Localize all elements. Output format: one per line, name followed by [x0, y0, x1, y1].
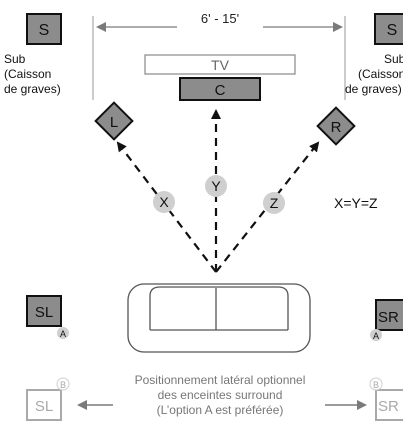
- subwoofer-right: S Sub (Caisson de graves): [345, 13, 403, 96]
- distance-label-x-text: X: [159, 194, 169, 210]
- subwoofer-left-caption-3: de graves): [4, 82, 61, 96]
- subwoofer-right-caption-3: de graves): [345, 82, 402, 96]
- surround-left-b-badge: B: [60, 380, 66, 390]
- option-a-badge-left: [57, 327, 69, 339]
- option-b-badge-left: [56, 377, 70, 391]
- tv-label: TV: [211, 57, 230, 73]
- distance-label-y-text: Y: [211, 178, 221, 194]
- distance-label-z-text: Z: [270, 195, 279, 211]
- distance-label-z: Z: [263, 192, 285, 214]
- surround-left-b: SL B: [26, 377, 70, 421]
- optional-note-line-1: Positionnement latéral optionnel: [135, 373, 306, 387]
- subwoofer-left-caption-2: (Caisson: [4, 67, 51, 81]
- surround-right-a: SR A: [370, 299, 403, 341]
- optional-note-line-3: (L’option A est préférée): [157, 403, 284, 417]
- center-speaker: C: [179, 77, 261, 101]
- option-a-badge-right: [370, 329, 382, 341]
- surround-left-a-badge: A: [60, 329, 66, 339]
- subwoofer-right-caption-2: (Caisson: [358, 67, 403, 81]
- distance-label-x: X: [153, 191, 175, 213]
- optional-note-line-2: des enceintes surround: [158, 388, 283, 402]
- subwoofer-right-label: S: [387, 22, 398, 39]
- surround-left-b-label: SL: [35, 398, 53, 415]
- surround-left-a-label: SL: [35, 304, 53, 321]
- distance-equation: X=Y=Z: [334, 195, 378, 211]
- surround-right-b-label: SR: [378, 398, 399, 415]
- right-speaker: R: [316, 106, 356, 146]
- surround-left-a: SL A: [26, 295, 69, 339]
- subwoofer-right-caption-1: Sub: [384, 52, 403, 66]
- option-b-badge-right: [369, 377, 383, 391]
- distance-label-y: Y: [205, 175, 227, 197]
- width-dimension: 6' - 15': [92, 11, 346, 100]
- center-speaker-label: C: [215, 82, 226, 99]
- optional-note: Positionnement latéral optionnel des enc…: [135, 373, 306, 417]
- right-speaker-label: R: [331, 119, 342, 136]
- subwoofer-left-caption-1: Sub: [4, 52, 26, 66]
- surround-right-b-badge: B: [373, 380, 379, 390]
- subwoofer-left: S Sub (Caisson de graves): [4, 13, 62, 96]
- dimension-label: 6' - 15': [201, 11, 239, 26]
- surround-right-a-badge: A: [373, 331, 379, 341]
- sofa-icon: [127, 283, 311, 353]
- tv: TV: [144, 54, 296, 75]
- left-speaker: L: [94, 101, 134, 141]
- left-speaker-label: L: [110, 114, 118, 131]
- surround-right-a-label: SR: [378, 309, 399, 326]
- subwoofer-left-label: S: [39, 22, 50, 39]
- surround-right-b: SR B: [369, 377, 403, 421]
